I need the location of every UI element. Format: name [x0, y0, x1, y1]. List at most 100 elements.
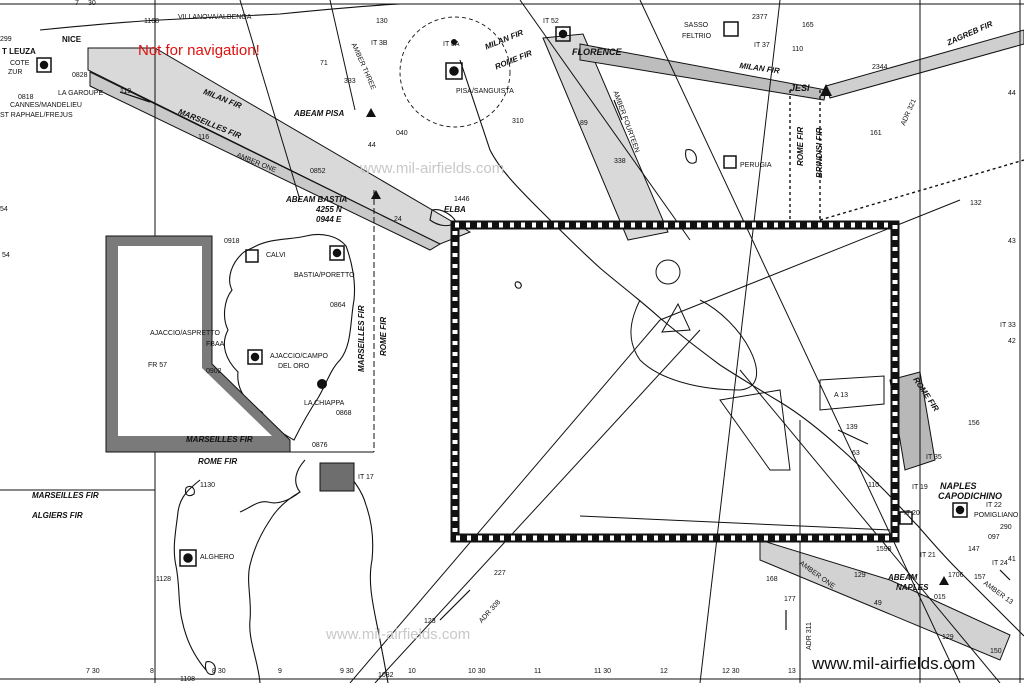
pisa-airfield-icon — [445, 62, 463, 80]
italy-coast — [459, 59, 1024, 637]
label-del-oro: DEL ORO — [278, 363, 310, 370]
label-sasso: SASSO — [684, 22, 709, 29]
elev-0902: 0902 — [206, 368, 222, 375]
scale-right-0: 44 — [1008, 90, 1016, 97]
alghero-airfield-icon — [179, 549, 197, 567]
small-island-2 — [514, 281, 522, 289]
track-310: 310 — [512, 118, 524, 125]
label-leuza: T LEUZA — [2, 47, 36, 56]
label-bastia: BASTIA/PORETTO — [294, 272, 355, 279]
focus-box-features — [630, 259, 885, 471]
watermark-top: www.mil-airfields.com — [360, 160, 505, 177]
label-bastia-lat: 4255 N — [316, 205, 342, 214]
elev-0868: 0868 — [336, 410, 352, 417]
elev-1130: 1130 — [200, 482, 216, 489]
elev-1108: 1108 — [180, 676, 196, 683]
label-raphael: ST RAPHAEL/FREJUS — [0, 112, 73, 119]
label-marseilles-fir-west: MARSEILLES FIR — [32, 491, 99, 500]
track-54: 54 — [0, 206, 8, 213]
scale-bottom-8: 11 30 — [594, 668, 611, 675]
track-097: 097 — [988, 534, 1000, 541]
label-pisa: PISA/SANGUISTA — [456, 88, 514, 95]
track-168: 168 — [766, 576, 778, 583]
navaid-markers — [317, 39, 949, 585]
elev-0828: 0828 — [72, 72, 88, 79]
perugia-airfield-icon — [723, 155, 737, 169]
label-garoupe: LA GAROUPE — [58, 90, 104, 97]
it20-airfield-icon — [899, 511, 913, 525]
watermark-corner: www.mil-airfields.com — [812, 654, 976, 673]
track-24: 24 — [394, 216, 402, 223]
label-it20: IT 20 — [904, 510, 920, 517]
elev-0864: 0864 — [330, 302, 346, 309]
track-44: 44 — [368, 142, 376, 149]
track-129b: 129 — [942, 634, 954, 641]
scale-bottom: 7 30 8 8 30 9 9 30 10 10 30 11 11 30 12 … — [0, 666, 1024, 678]
label-calvi: CALVI — [266, 252, 286, 259]
track-132: 132 — [970, 200, 982, 207]
label-it24: IT 24 — [992, 560, 1008, 567]
fr57-inner — [118, 246, 272, 436]
scale-bottom-10: 12 30 — [722, 668, 740, 675]
elev-2344: 2344 — [872, 64, 888, 71]
amber-one-south-corridor — [759, 539, 1011, 661]
elev-1446: 1446 — [454, 196, 470, 203]
scale-bottom-9: 12 — [660, 668, 668, 675]
scale-bottom-0: 7 30 — [86, 668, 100, 675]
scale-left: 54 — [0, 0, 16, 683]
scale-top-1: 30 — [88, 0, 96, 7]
corridor-west-band — [89, 71, 442, 251]
label-alghero: ALGHERO — [200, 554, 235, 561]
ajaccio-airfield-icon — [247, 349, 263, 365]
scale-bottom-6: 10 30 — [468, 668, 486, 675]
bastia-airfield-icon — [329, 245, 345, 261]
label-naples: NAPLES — [940, 481, 977, 491]
scale-top-0: 7 — [75, 0, 79, 7]
scale-right-3: 41 — [1008, 556, 1016, 563]
scale-bottom-4: 9 30 — [340, 668, 354, 675]
label-cote: COTE — [10, 60, 30, 67]
pisa-vor-icon — [451, 39, 457, 45]
track-123: 123 — [424, 618, 436, 625]
label-it21: IT 21 — [920, 552, 936, 559]
calvi-airfield-icon — [245, 249, 259, 263]
label-a13: A 13 — [834, 392, 849, 399]
label-feltrio: FELTRIO — [682, 33, 712, 40]
label-marseilles-fir-south: MARSEILLES FIR — [186, 435, 253, 444]
disclaimer-text: Not for navigation! — [138, 42, 260, 59]
track-139: 139 — [846, 424, 858, 431]
track-177: 177 — [784, 596, 796, 603]
abeam-naples-triangle-icon — [939, 576, 949, 585]
elev-1706: 1706 — [948, 572, 964, 579]
track-333: 333 — [344, 78, 356, 85]
label-ajaccio-aspretto: AJACCIO/ASPRETTO — [150, 330, 220, 337]
track-63: 63 — [852, 450, 860, 457]
track-110: 110 — [792, 46, 804, 53]
track-150: 150 — [990, 648, 1002, 655]
scale-right-1: 43 — [1008, 238, 1016, 245]
scale-top: 7 30 — [0, 0, 1024, 10]
corsica-coast — [223, 233, 356, 441]
track-015: 015 — [934, 594, 946, 601]
scale-bottom-2: 8 30 — [212, 668, 226, 675]
label-it3a: IT 3A — [443, 41, 460, 48]
track-156: 156 — [968, 420, 980, 427]
label-it52: IT 52 — [543, 18, 559, 25]
elev-1598: 1598 — [876, 546, 892, 553]
label-bastia-lon: 0944 E — [316, 215, 342, 224]
track-71: 71 — [320, 60, 328, 67]
label-it33: IT 33 — [1000, 322, 1016, 329]
scale-bottom-7: 11 — [534, 668, 542, 675]
label-villanova: VILLANOVA/ALBENGA — [178, 14, 252, 21]
elev-0918: 0918 — [224, 238, 240, 245]
track-290: 290 — [1000, 524, 1012, 531]
label-jesi: JESI — [790, 83, 810, 93]
sardinia-west-coast — [173, 479, 301, 671]
track-161: 161 — [870, 130, 882, 137]
elev-2377: 2377 — [752, 14, 768, 21]
focus-box-hatch — [452, 222, 898, 541]
elev-1032: 1032 — [378, 672, 394, 679]
label-florence: FLORENCE — [572, 47, 622, 57]
label-abeam-pisa: ABEAM PISA — [294, 109, 345, 118]
